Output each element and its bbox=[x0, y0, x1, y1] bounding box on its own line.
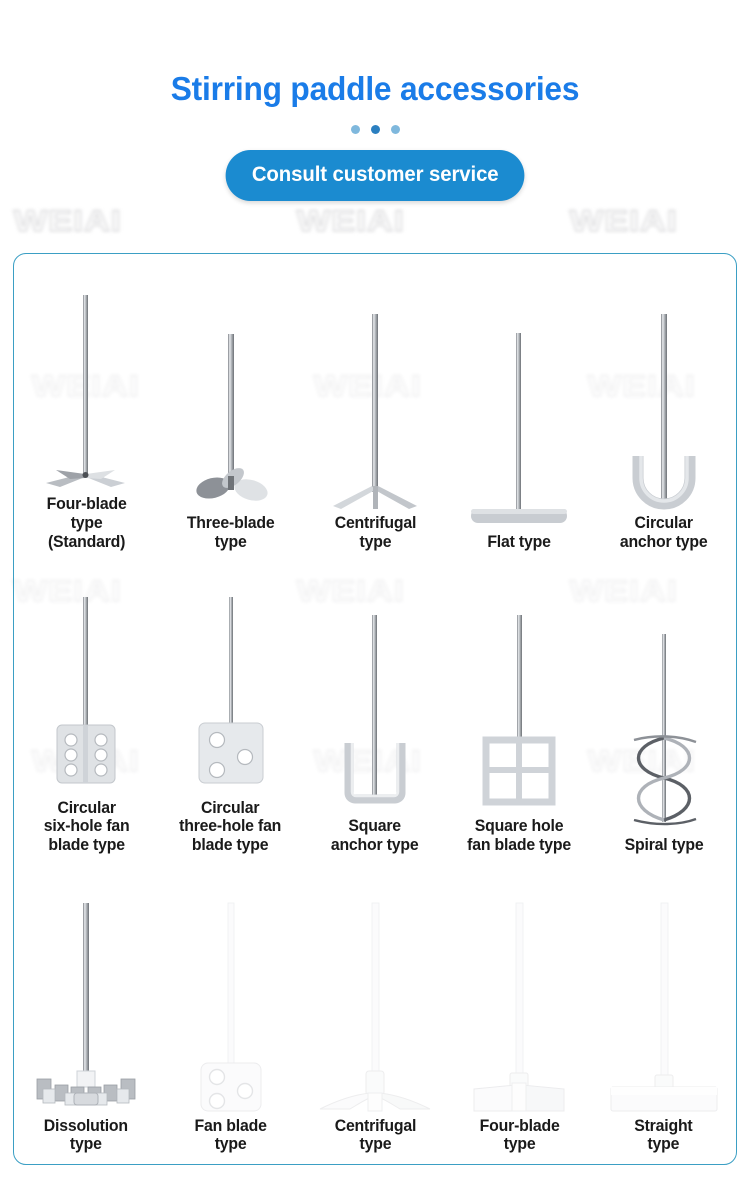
product-cell-centrifugal-type[interactable]: Centrifugal type bbox=[303, 254, 447, 557]
product-cell-square-anchor-type[interactable]: Square anchor type bbox=[303, 557, 447, 860]
product-label: Square anchor type bbox=[331, 817, 419, 855]
three-hole-fan-blade-icon bbox=[158, 557, 302, 796]
product-label: Circular six-hole fan blade type bbox=[43, 798, 130, 855]
product-row: Circular six-hole fan blade type Circula… bbox=[14, 557, 736, 860]
ptfe-four-blade-icon bbox=[447, 861, 591, 1115]
ptfe-centrifugal-icon bbox=[303, 861, 447, 1115]
square-hole-fan-blade-icon bbox=[447, 557, 591, 815]
product-cell-square-hole-fan-blade-type[interactable]: Square hole fan blade type bbox=[447, 557, 591, 860]
product-row: Dissolution type Fan blade type bbox=[14, 861, 736, 1164]
product-label: Circular three-hole fan blade type bbox=[179, 798, 282, 855]
product-label: Three-blade type bbox=[186, 514, 275, 551]
separator-dot-icon bbox=[370, 125, 380, 134]
separator-dot-icon bbox=[390, 125, 400, 134]
dissolution-disc-icon bbox=[14, 861, 158, 1115]
product-cell-straight-type[interactable]: Straight type bbox=[592, 861, 736, 1164]
product-label: Circular anchor type bbox=[619, 514, 708, 551]
product-label: Flat type bbox=[487, 532, 552, 551]
product-cell-four-blade-type[interactable]: Four-blade type (Standard) bbox=[14, 254, 158, 557]
product-grid-panel: Four-blade type (Standard) Three-blade t… bbox=[13, 253, 737, 1165]
watermark-text: WEIAI bbox=[296, 204, 405, 238]
product-cell-circular-anchor-type[interactable]: Circular anchor type bbox=[592, 254, 736, 557]
ptfe-fan-blade-icon bbox=[158, 861, 302, 1115]
page-title: Stirring paddle accessories bbox=[170, 70, 580, 107]
product-label: Four-blade type bbox=[479, 1116, 560, 1154]
product-label: Spiral type bbox=[624, 836, 704, 855]
six-hole-fan-blade-icon bbox=[14, 557, 158, 796]
separator-dot-icon bbox=[350, 125, 360, 134]
product-cell-centrifugal-type-ptfe[interactable]: Centrifugal type bbox=[303, 861, 447, 1164]
product-label: Square hole fan blade type bbox=[467, 817, 572, 855]
product-label: Centrifugal type bbox=[334, 1116, 416, 1154]
three-blade-propeller-icon bbox=[158, 254, 302, 512]
product-cell-three-blade-type[interactable]: Three-blade type bbox=[158, 254, 302, 557]
product-cell-dissolution-type[interactable]: Dissolution type bbox=[14, 861, 158, 1164]
circular-anchor-icon bbox=[592, 254, 736, 512]
product-cell-four-blade-type-ptfe[interactable]: Four-blade type bbox=[447, 861, 591, 1164]
product-label: Fan blade type bbox=[194, 1116, 267, 1154]
product-label: Centrifugal type bbox=[334, 514, 416, 551]
product-cell-spiral-type[interactable]: Spiral type bbox=[592, 557, 736, 860]
four-blade-paddle-icon bbox=[14, 254, 158, 493]
consult-customer-service-button[interactable]: Consult customer service bbox=[225, 150, 525, 201]
product-label: Four-blade type (Standard) bbox=[46, 495, 127, 551]
product-row: Four-blade type (Standard) Three-blade t… bbox=[14, 254, 736, 557]
centrifugal-tripod-icon bbox=[303, 254, 447, 512]
spiral-helix-icon bbox=[592, 557, 736, 834]
product-cell-fan-blade-type[interactable]: Fan blade type bbox=[158, 861, 302, 1164]
product-label: Dissolution type bbox=[44, 1116, 129, 1154]
flat-bar-paddle-icon bbox=[447, 254, 591, 531]
product-cell-circular-six-hole-fan-blade-type[interactable]: Circular six-hole fan blade type bbox=[14, 557, 158, 860]
watermark-text: WEIAI bbox=[569, 204, 678, 238]
dot-separator bbox=[0, 125, 750, 134]
product-cell-flat-type[interactable]: Flat type bbox=[447, 254, 591, 557]
watermark-text: WEIAI bbox=[13, 204, 122, 238]
product-cell-circular-three-hole-fan-blade-type[interactable]: Circular three-hole fan blade type bbox=[158, 557, 302, 860]
product-label: Straight type bbox=[634, 1116, 693, 1154]
page-header: Stirring paddle accessories Consult cust… bbox=[0, 0, 750, 201]
ptfe-straight-bar-icon bbox=[592, 861, 736, 1115]
square-anchor-icon bbox=[303, 557, 447, 815]
